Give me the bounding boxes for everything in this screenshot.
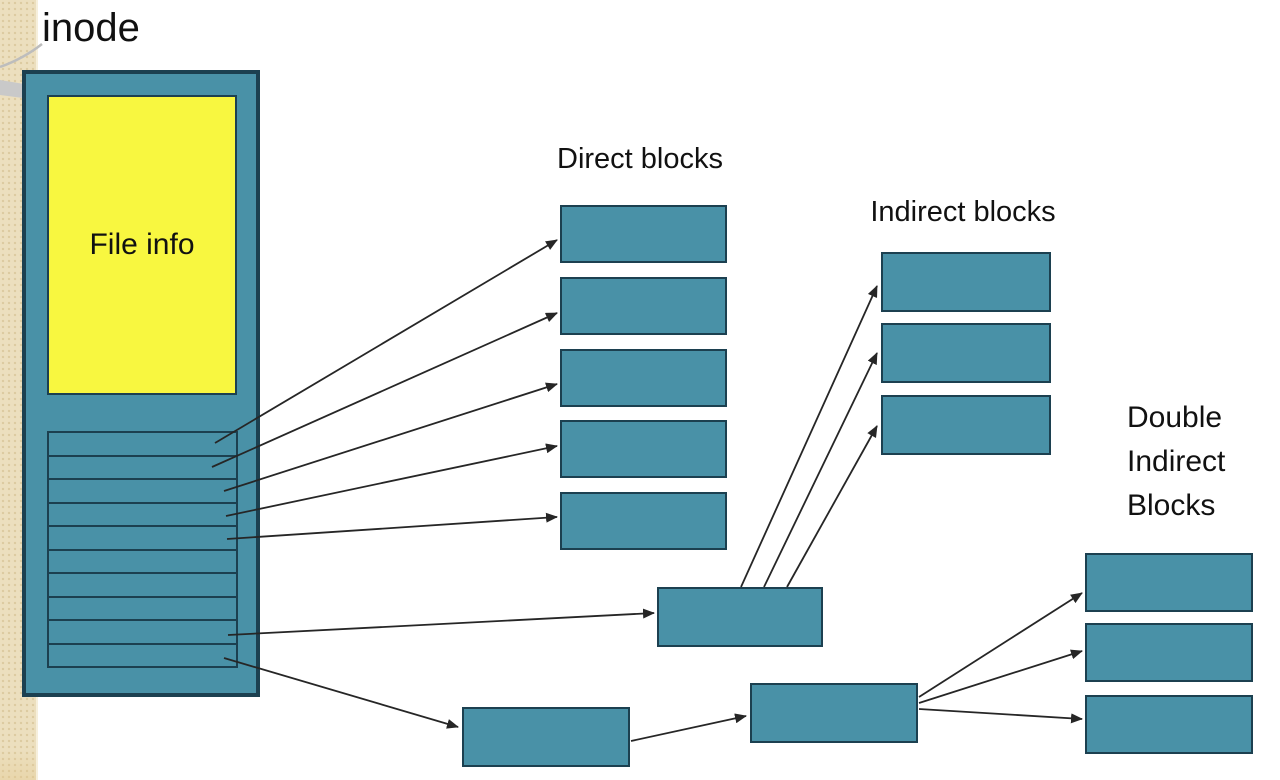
double-indirect-label-line-3: Blocks [1127, 489, 1216, 522]
double-indirect-chain-block-1 [462, 707, 630, 767]
file-info-section: File info [47, 95, 237, 395]
direct-block-4 [560, 420, 727, 478]
direct-block-3 [560, 349, 727, 407]
inode-pointer-slot-4 [49, 501, 236, 526]
double-indirect-blocks-label: Double Indirect Blocks [1127, 396, 1225, 528]
double-indirect-block-2 [1085, 623, 1253, 682]
arrow-double-chain-link [630, 713, 747, 742]
direct-block-5 [560, 492, 727, 550]
arrow-direct-4 [225, 443, 558, 517]
inode-title: inode [42, 6, 140, 50]
inode-pointer-slot-5 [49, 525, 236, 549]
arrow-direct-1 [214, 239, 558, 444]
indirect-block-1 [881, 252, 1051, 312]
double-indirect-block-3 [1085, 695, 1253, 754]
arrow-direct-3 [223, 382, 558, 492]
indirect-blocks-label: Indirect blocks [870, 196, 1056, 228]
double-indirect-block-1 [1085, 553, 1253, 612]
inode-box: File info [22, 70, 260, 697]
indirect-block-2 [881, 323, 1051, 383]
inode-pointer-slot-9 [49, 619, 236, 643]
arrow-double-indirect-3 [918, 708, 1083, 724]
double-indirect-chain-block-2 [750, 683, 918, 743]
direct-block-1 [560, 205, 727, 263]
direct-block-2 [560, 277, 727, 335]
arrow-double-indirect-1 [918, 592, 1083, 698]
arrow-double-indirect-2 [918, 649, 1083, 704]
arrow-direct-2 [211, 312, 558, 468]
inode-pointer-slot-7 [49, 572, 236, 596]
arrow-indirect-2 [763, 352, 878, 588]
inode-pointer-table [47, 431, 238, 668]
double-indirect-label-line-1: Double [1127, 401, 1223, 434]
inode-pointer-slot-10 [49, 642, 236, 667]
slide-edge-bottom-tint [0, 750, 36, 780]
direct-blocks-label: Direct blocks [557, 143, 723, 175]
double-indirect-label-line-2: Indirect [1127, 445, 1226, 478]
inode-pointer-slot-3 [49, 478, 236, 502]
single-indirect-pointer-block-1 [657, 587, 823, 647]
indirect-block-3 [881, 395, 1051, 455]
arrow-direct-5 [226, 512, 558, 540]
inode-pointer-slot-2 [49, 454, 236, 479]
inode-pointer-slot-8 [49, 595, 236, 620]
arrow-indirect-3 [786, 425, 878, 588]
arrow-single-indirect-pointer [227, 608, 655, 636]
inode-pointer-slot-6 [49, 548, 236, 573]
inode-pointer-slot-1 [49, 433, 236, 455]
arrow-indirect-1 [740, 285, 878, 588]
